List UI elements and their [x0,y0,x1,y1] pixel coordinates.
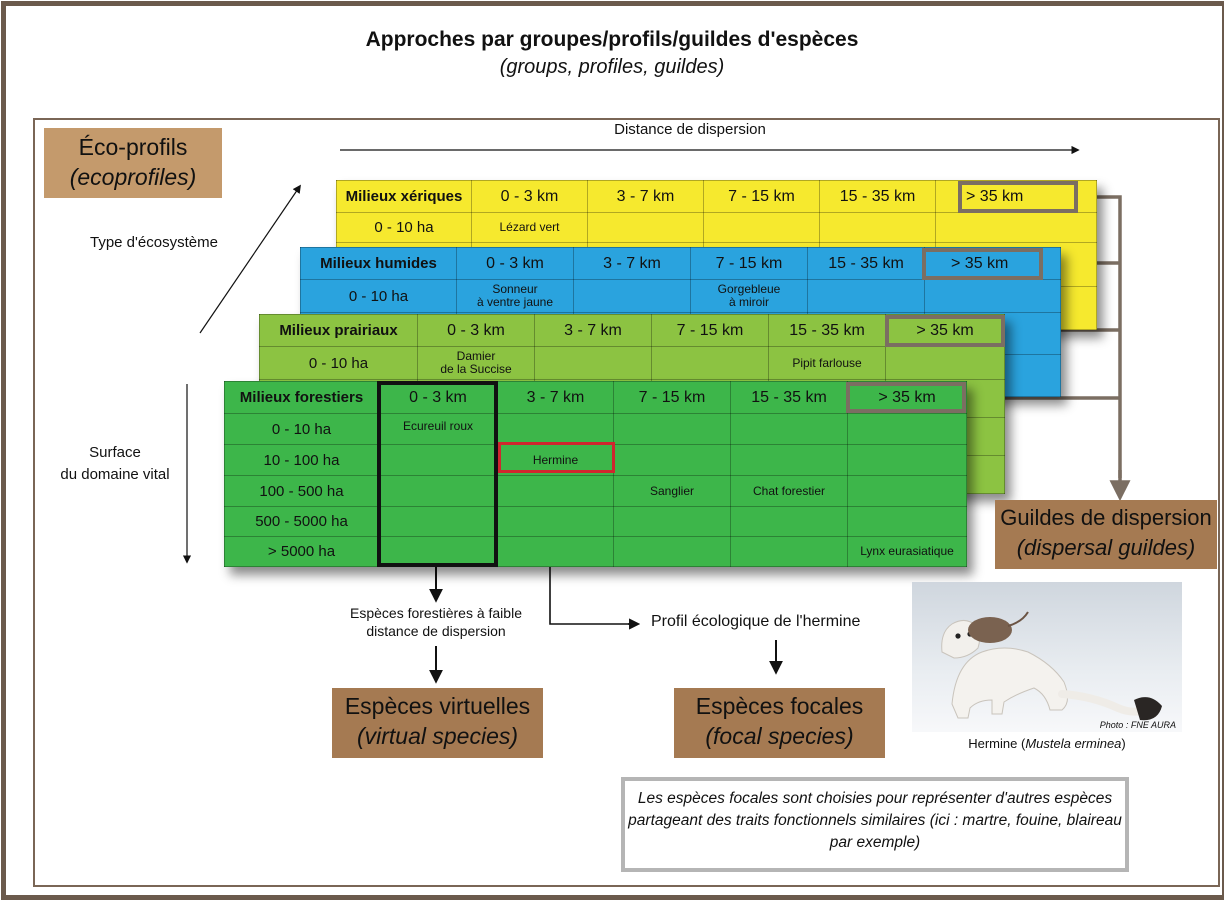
main-title: Approches par groupes/profils/guildes d'… [365,28,859,51]
forest-cell-chat: Chat forestier [730,475,848,507]
forest-low-dispersion-line1: Espèces forestières à faible [350,605,522,621]
forest-cell-ecureuil: Ecureuil roux [378,413,498,445]
humid-col-2: 7 - 15 km [690,247,808,280]
prairial-col-1: 3 - 7 km [534,314,652,347]
xeric-cell-species: Lézard vert [471,212,588,243]
ecoprofils-english: (ecoprofiles) [69,164,197,190]
virtual-species-label: Espèces virtuelles [344,693,531,719]
forest-low-dispersion-label: Espèces forestières à faible distance de… [316,604,556,640]
forest-low-dispersion-column-highlight [377,381,498,567]
xeric-col-1: 3 - 7 km [587,180,704,213]
subtitle: (groups, profiles, guildes) [499,56,725,78]
prairial-col-0: 0 - 3 km [417,314,535,347]
prairial-col-2: 7 - 15 km [651,314,769,347]
forest-col-4: > 35 km [847,381,967,414]
humid-col-1: 3 - 7 km [573,247,691,280]
forest-col-2: 7 - 15 km [613,381,731,414]
forest-col-1: 3 - 7 km [497,381,614,414]
forest-row-label: 100 - 500 ha [224,475,379,507]
xeric-row-label: 0 - 10 ha [336,212,472,243]
humid-table-title: Milieux humides [300,247,457,280]
virtual-species-english: (virtual species) [356,723,519,749]
surface-label-line1: Surface [89,444,141,461]
hermine-photo: Photo : FNE AURA [912,582,1182,732]
focal-species-label: Espèces focales [695,693,864,719]
humid-row-label: 0 - 10 ha [300,279,457,313]
forest-cell-lynx: Lynx eurasiatique [847,536,967,567]
xeric-col-0: 0 - 3 km [471,180,588,213]
humid-cell-sonneur: Sonneur à ventre jaune [456,279,574,313]
forest-guild-highlight [846,382,966,413]
focal-species-note: Les espèces focales sont choisies pour r… [621,777,1129,872]
forest-cell-sanglier: Sanglier [613,475,731,507]
focal-species-box: Espèces focales (focal species) [674,688,885,758]
hermine-caption-latin: Mustela erminea [1025,736,1122,751]
hermine-caption: Hermine (Mustela erminea) [912,736,1182,751]
prairial-row-label: 0 - 10 ha [259,346,418,380]
hermine-caption-suffix: ) [1121,736,1126,751]
xeric-guild-highlight [958,181,1078,213]
hermine-profile-label: Profil écologique de l'hermine [651,613,861,630]
photo-credit: Photo : FNE AURA [1099,720,1176,730]
hermine-illustration [912,582,1182,732]
xeric-col-2: 7 - 15 km [703,180,820,213]
forest-table-title: Milieux forestiers [224,381,379,414]
hermine-caption-prefix: Hermine ( [968,736,1026,751]
humid-guild-highlight [922,248,1043,280]
prairial-cell-damier: Damier de la Succise [417,346,535,380]
surface-axis-label: Surface du domaine vital [40,442,190,486]
prairial-cell-pipit: Pipit farlouse [768,346,886,380]
focal-species-english: (focal species) [705,723,854,749]
humid-col-0: 0 - 3 km [456,247,574,280]
dispersal-guildes-box: Guildes de dispersion (dispersal guildes… [995,500,1217,569]
humid-cell-gorgebleue: Gorgebleue à miroir [690,279,808,313]
prairial-guild-highlight [885,315,1005,347]
forest-low-dispersion-line2: distance de dispersion [366,623,506,639]
dispersal-guildes-english: (dispersal guildes) [1016,535,1196,560]
virtual-species-box: Espèces virtuelles (virtual species) [332,688,543,758]
xeric-col-3: 15 - 35 km [819,180,936,213]
forest-row-label: 0 - 10 ha [224,413,379,445]
humid-col-3: 15 - 35 km [807,247,925,280]
xeric-table-title: Milieux xériques [336,180,472,213]
forest-row-label: 10 - 100 ha [224,444,379,476]
forest-row-label: 500 - 5000 ha [224,506,379,537]
dispersal-guildes-label: Guildes de dispersion [1000,505,1212,530]
humid-col-4: > 35 km [924,247,1061,280]
inner-frame [33,118,1220,887]
forest-col-3: 15 - 35 km [730,381,848,414]
hermine-cell-highlight [498,442,615,473]
surface-label-line2: du domaine vital [60,466,170,483]
xeric-col-4: > 35 km [935,180,1097,213]
ecosystem-axis-label: Type d'écosystème [90,234,218,251]
ecosystem-axis-arrow [199,184,301,334]
prairial-col-3: 15 - 35 km [768,314,886,347]
ecoprofils-box: Éco-profils (ecoprofiles) [44,128,222,198]
ecoprofils-label: Éco-profils [78,134,188,160]
dispersion-axis-label: Distance de dispersion [614,121,766,138]
prairial-table-title: Milieux prairiaux [259,314,418,347]
forest-table: Milieux forestiers 0 - 3 km 3 - 7 km 7 -… [224,381,967,567]
forest-row-label: > 5000 ha [224,536,379,567]
